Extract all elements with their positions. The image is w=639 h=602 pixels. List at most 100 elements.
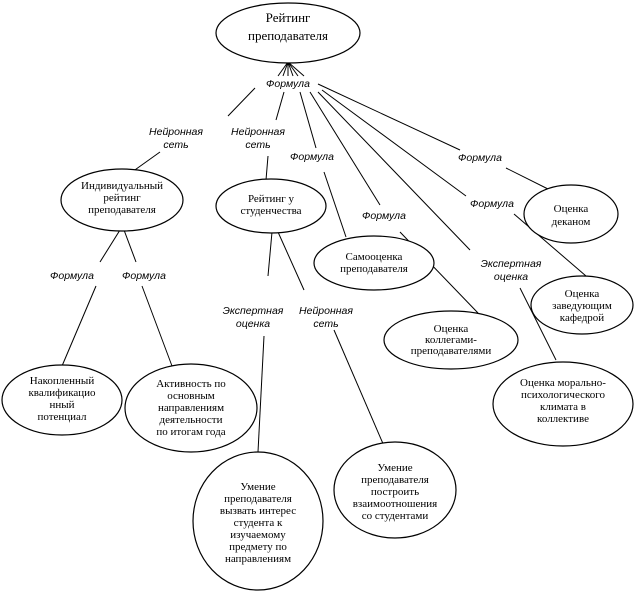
edge-label-formula-potential: Формула: [50, 270, 94, 282]
text-line: коллегами-: [425, 334, 477, 346]
edge-label-formula-top: Формула: [266, 78, 310, 90]
edge-root-fan-1: [277, 61, 289, 77]
text-line: рейтинг: [103, 192, 141, 204]
edge-students-relations-a: [277, 231, 305, 291]
text-line: преподавателя: [224, 493, 292, 505]
text-line: заведующим: [552, 300, 612, 312]
edge-root-colleagues-a: [309, 91, 381, 206]
text-line: преподавателя: [340, 263, 408, 275]
node-colleagues: [383, 310, 519, 370]
edge-individual-activity-a: [123, 229, 137, 263]
text-line: сеть: [313, 318, 338, 330]
text-line: построить: [371, 486, 419, 498]
text-line: преподавателя: [248, 28, 328, 43]
text-line: взаимоотношения: [353, 498, 438, 510]
edge-students-interest-b: [257, 335, 265, 453]
edge-label-formula-dean: Формула: [458, 152, 502, 164]
text-line: направлениям: [158, 402, 224, 414]
text-line: Формула: [470, 198, 514, 210]
node-individual: [60, 168, 184, 232]
text-line: студенчества: [240, 205, 301, 217]
edge-root-students-a: [275, 91, 285, 121]
text-line: Нейронная: [149, 126, 203, 138]
text-line: Индивидуальный: [81, 180, 163, 192]
edge-root-self-b: [323, 171, 347, 238]
node-relations: [333, 441, 457, 539]
text-line: оценка: [494, 271, 528, 283]
edge-root-students-b: [265, 155, 269, 181]
text-line: по итогам года: [156, 426, 225, 438]
text-line: вызвать интерес: [220, 505, 296, 517]
text-line: деятельности: [160, 414, 223, 426]
node-dean: [523, 184, 619, 244]
text-line: психологического: [521, 389, 606, 401]
text-line: Оценка: [554, 203, 589, 215]
edge-root-fan-6: [287, 61, 305, 77]
edge-root-individual-a: [227, 87, 256, 117]
text-line: основным: [167, 390, 215, 402]
edge-individual-potential-b: [61, 285, 97, 367]
edge-students-relations-b: [333, 329, 385, 447]
text-line: преподавателя: [361, 474, 429, 486]
text-line: оценка: [236, 318, 270, 330]
node-root: [215, 2, 361, 64]
text-line: преподавателями: [411, 345, 492, 357]
text-line: Нейронная: [299, 305, 353, 317]
node-activity: [124, 363, 258, 453]
edge-students-interest-a: [267, 231, 273, 277]
edge-root-self-a: [299, 91, 317, 149]
nodes: [1, 2, 634, 591]
edge-label-formula-self: Формула: [290, 151, 334, 163]
node-potential: [1, 364, 123, 436]
edge-root-head-a: [321, 89, 467, 197]
edge-root-fan-4: [287, 61, 294, 77]
node-self: [313, 235, 435, 291]
text-line: Умение: [377, 462, 412, 474]
node-students: [215, 178, 327, 234]
text-line: Накопленный: [30, 375, 95, 387]
edge-label-formula-head: Формула: [470, 198, 514, 210]
text-line: студента к: [234, 517, 283, 529]
edge-root-individual-b: [131, 151, 161, 173]
text-line: предмету по: [229, 541, 287, 553]
edge-root-dean-a: [317, 83, 461, 151]
edge-individual-activity-b: [141, 285, 173, 367]
text-line: Рейтинг у: [248, 193, 295, 205]
edge-root-fan-2: [282, 61, 289, 77]
text-line: Формула: [458, 152, 502, 164]
edge-label-formula-activity: Формула: [122, 270, 166, 282]
edge-root-climate-b: [519, 287, 557, 361]
text-line: преподавателя: [88, 204, 156, 216]
text-line: деканом: [552, 216, 591, 228]
node-interest: [192, 451, 324, 591]
text-line: Формула: [122, 270, 166, 282]
text-line: Формула: [266, 78, 310, 90]
text-line: Нейронная: [231, 126, 285, 138]
text-line: коллективе: [537, 413, 589, 425]
text-line: сеть: [245, 139, 270, 151]
text-line: квалификацио: [28, 387, 96, 399]
edge-root-head-b: [513, 213, 587, 277]
text-line: Умение: [240, 481, 275, 493]
edge-root-dean-b: [505, 167, 551, 191]
edge-root-fan-5: [287, 61, 299, 77]
edge-label-formula-colleagues: Формула: [362, 210, 406, 222]
edge-root-climate-a: [317, 91, 471, 251]
text-line: Формула: [50, 270, 94, 282]
node-head: [530, 275, 634, 335]
node-climate: [492, 361, 634, 447]
